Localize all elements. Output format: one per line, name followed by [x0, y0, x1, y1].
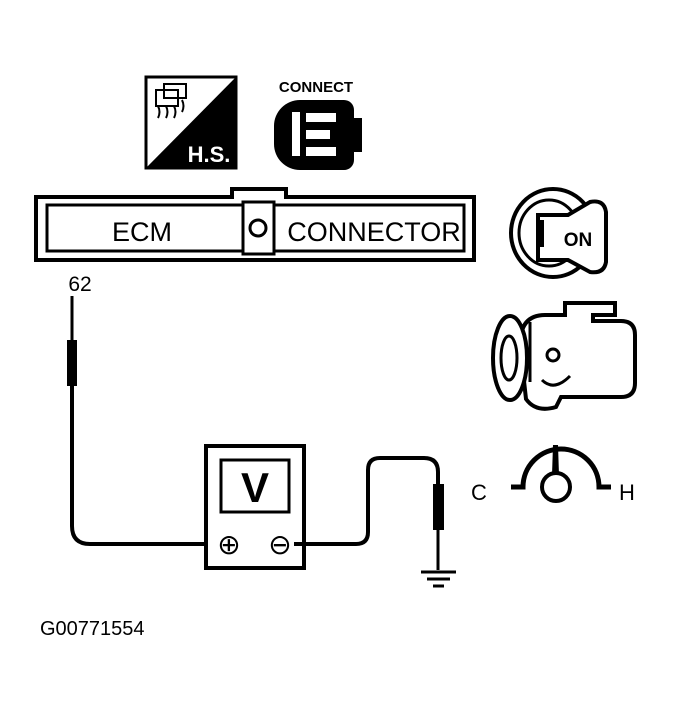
meter-minus-terminal: ⊖	[268, 529, 291, 560]
harness-icon: H.S.	[144, 75, 238, 170]
voltmeter: V ⊕ ⊖	[204, 444, 306, 570]
connect-label: CONNECT	[279, 79, 353, 96]
terminal-number: 62	[68, 273, 91, 296]
ecm-label: ECM	[112, 217, 172, 247]
ecm-connector: ECM CONNECTOR	[34, 187, 476, 262]
ground-symbol	[421, 570, 456, 588]
figure-id: G00771554	[40, 618, 145, 640]
engine-icon	[491, 301, 637, 411]
harness-label: H.S.	[188, 142, 231, 167]
ignition-key-icon: ON	[509, 187, 608, 279]
positive-probe-lead	[67, 296, 214, 546]
voltmeter-label: V	[241, 464, 269, 511]
gauge-hot-label: H	[619, 480, 635, 505]
connector-terminal-hole	[248, 218, 268, 238]
negative-probe-lead	[294, 456, 444, 570]
connector-label: CONNECTOR	[287, 217, 461, 247]
ignition-on-label: ON	[564, 230, 593, 251]
meter-plus-terminal: ⊕	[217, 529, 240, 560]
temperature-gauge-icon: C H	[471, 445, 635, 505]
gauge-cold-label: C	[471, 480, 487, 505]
connect-icon: CONNECT	[274, 79, 362, 170]
